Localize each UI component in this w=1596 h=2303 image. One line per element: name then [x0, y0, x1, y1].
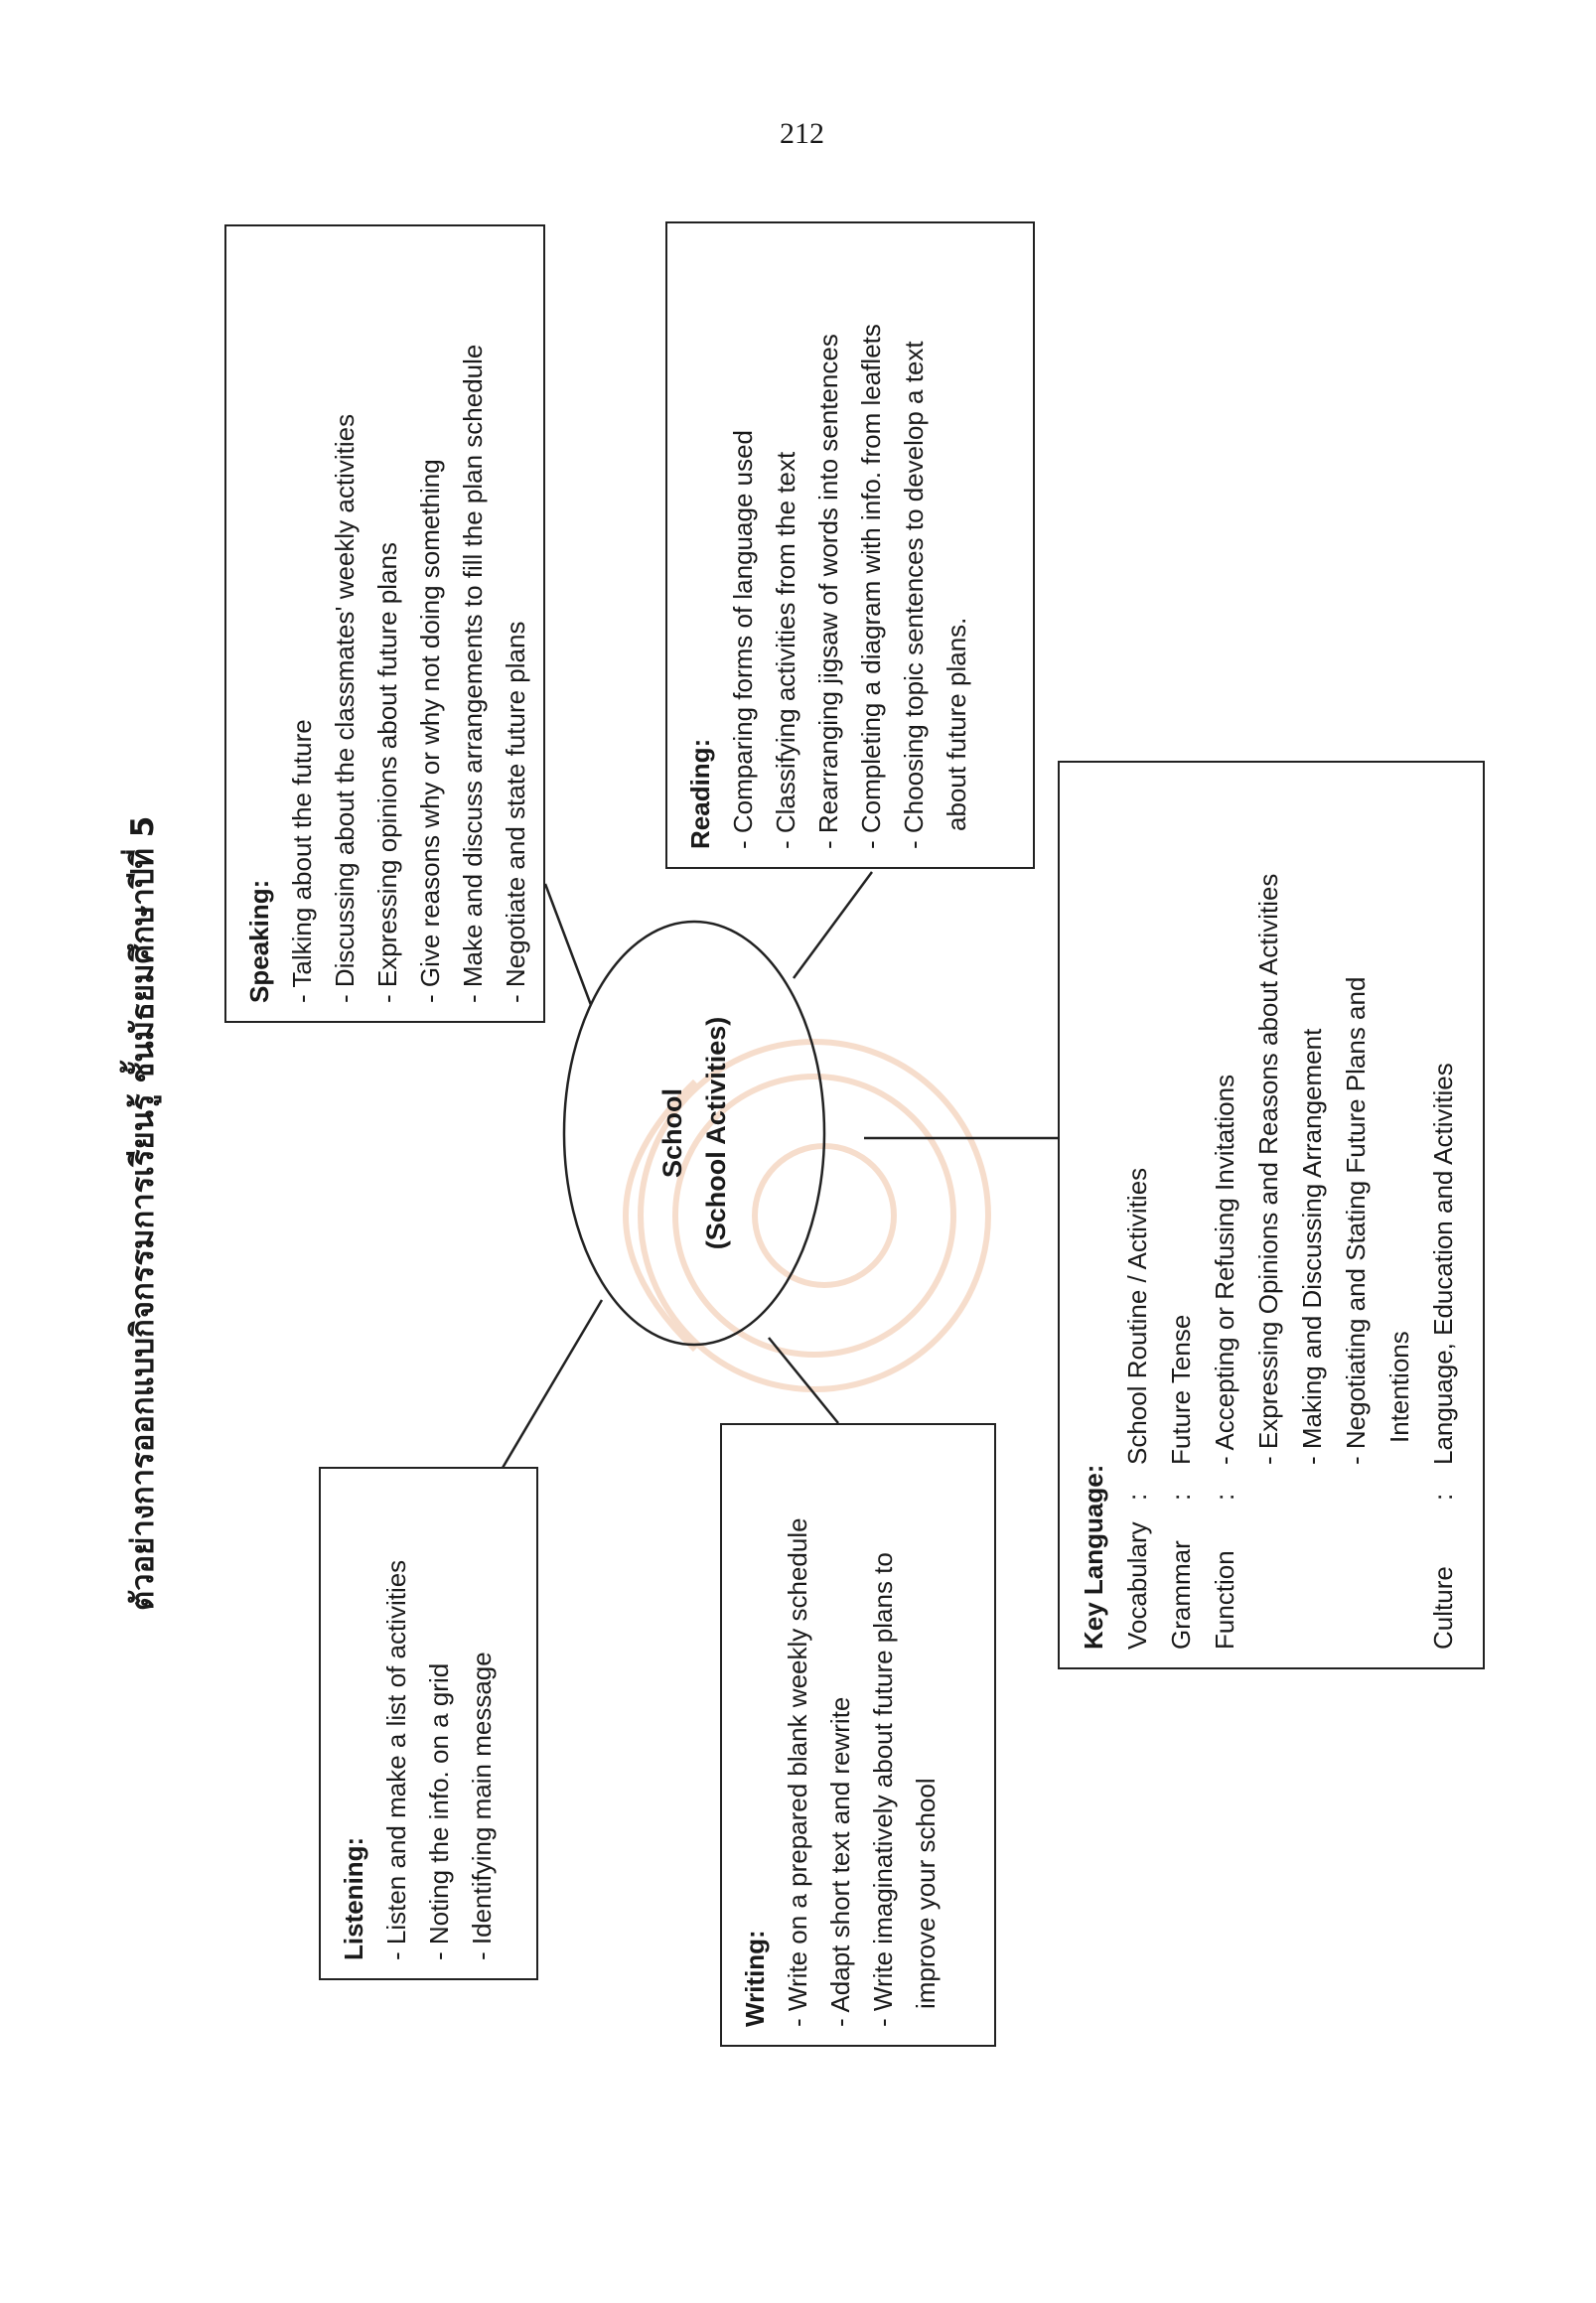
speaking-box: Speaking: - Talking about the future - Di…: [224, 224, 545, 1023]
listening-activity-item: - Identifying main message: [467, 1652, 497, 1960]
key-language-colon: :: [1210, 1493, 1239, 1501]
writing-activity-item: - Adapt short text and rewrite: [825, 1696, 855, 2027]
speaking-activity-item: - Discussing about the classmates' weekl…: [330, 413, 360, 1003]
center-ellipse: [562, 920, 826, 1347]
center-topic-title: School: [657, 1088, 687, 1179]
writing-box: Writing: - Write on a prepared blank wee…: [720, 1423, 996, 2047]
reading-activity-item: about future plans.: [942, 617, 971, 831]
key-language-value: Future Tense: [1166, 1314, 1196, 1465]
key-language-colon: :: [1166, 1493, 1196, 1501]
key-language-value: Intentions: [1384, 1331, 1414, 1443]
key-language-label: Culture: [1428, 1566, 1458, 1650]
reading-activity-item: - Rearranging jigsaw of words into sente…: [813, 334, 843, 849]
key-language-value: - Expressing Opinions and Reasons about …: [1253, 873, 1283, 1465]
reading-activity-item: - Choosing topic sentences to develop a …: [899, 341, 929, 849]
writing-activity-item: improve your school: [911, 1778, 941, 2009]
key-language-value: School Routine / Activities: [1122, 1167, 1152, 1465]
key-language-label: Grammar: [1166, 1540, 1196, 1650]
reading-activity-item: - Completing a diagram with info. from l…: [856, 324, 886, 849]
key-language-value: - Accepting or Refusing Invitations: [1210, 1074, 1239, 1465]
key-language-colon: [1378, 1465, 1421, 1501]
writing-activity-item: - Write imaginatively about future plans…: [868, 1552, 898, 2027]
center-topic: School (School Activities): [651, 956, 738, 1310]
writing-activity-item: - Write on a prepared blank weekly sched…: [783, 1517, 812, 2027]
reading-heading: Reading:: [685, 738, 715, 849]
listening-box: Listening: - Listen and make a list of a…: [319, 1467, 538, 1980]
speaking-activity-item: - Negotiate and state future plans: [501, 621, 530, 1003]
key-language-label: [1290, 1501, 1334, 1650]
connector-speaking: [543, 883, 593, 1006]
listening-activity-item: - Noting the info. on a grid: [424, 1662, 454, 1960]
key-language-value: - Negotiating and Stating Future Plans a…: [1341, 976, 1371, 1465]
key-language-box: Key Language: Vocabulary: School Routine …: [1058, 761, 1485, 1669]
writing-heading: Writing:: [740, 1930, 770, 2027]
key-language-label: [1334, 1501, 1378, 1650]
connector-reading: [792, 871, 874, 979]
key-language-label: [1246, 1501, 1290, 1650]
listening-heading: Listening:: [339, 1836, 368, 1960]
connector-listening: [501, 1299, 604, 1469]
key-language-colon: [1334, 1465, 1378, 1501]
reading-box: Reading: - Comparing forms of language u…: [665, 221, 1035, 869]
reading-activity-item: - Classifying activities from the text: [771, 451, 800, 849]
key-language-value: - Making and Discussing Arrangement: [1297, 1028, 1327, 1465]
speaking-activity-item: - Expressing opinions about future plans: [372, 542, 402, 1003]
key-language-label: Vocabulary: [1122, 1521, 1152, 1650]
speaking-activity-item: - Talking about the future: [287, 719, 317, 1003]
key-language-label: [1378, 1501, 1421, 1650]
speaking-activity-item: - Give reasons why or why not doing some…: [415, 459, 445, 1003]
page-title: ตัวอย่างการออกแบบกิจกรรมการเรียนรู้ ชั้น…: [125, 815, 161, 1611]
speaking-heading: Speaking:: [244, 879, 274, 1003]
page-number: 212: [780, 117, 824, 150]
reading-activity-item: - Comparing forms of language used: [728, 429, 758, 849]
connector-writing: [768, 1337, 839, 1424]
key-language-label: Function: [1210, 1550, 1239, 1650]
key-language-colon: [1290, 1465, 1334, 1501]
speaking-activity-item: - Make and discuss arrangements to fill …: [458, 344, 488, 1003]
key-language-value: Language, Education and Activities: [1428, 1063, 1458, 1465]
key-language-colon: :: [1428, 1493, 1458, 1501]
center-topic-subtitle: (School Activities): [701, 1016, 731, 1250]
key-language-colon: :: [1122, 1493, 1152, 1501]
key-language-heading: Key Language:: [1079, 1464, 1108, 1650]
listening-activity-item: - Listen and make a list of activities: [381, 1559, 411, 1960]
watermark-seal: [623, 1039, 991, 1392]
key-language-colon: [1246, 1465, 1290, 1501]
